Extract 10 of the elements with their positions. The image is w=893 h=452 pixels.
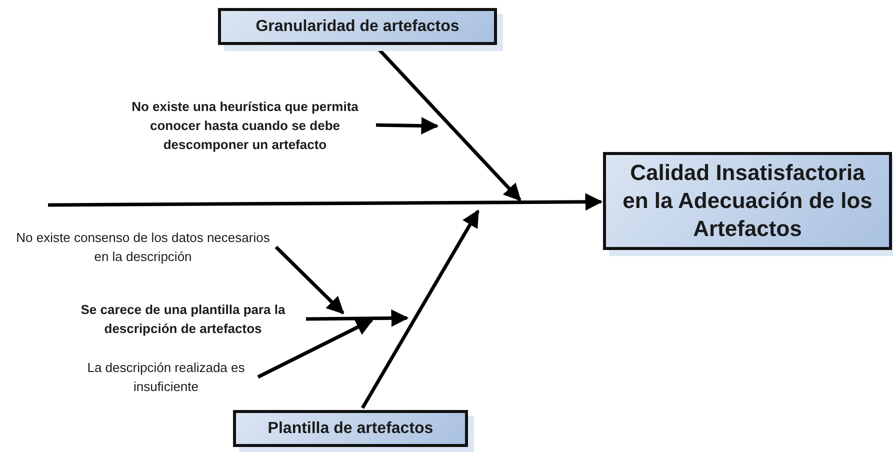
cause-text: La descripción realizada es insuficiente <box>78 356 254 398</box>
cause-text: No existe una heurística que permita conocer hasta cuando se debe descomponer un artefacto <box>118 94 372 156</box>
spine-arrow <box>48 193 603 211</box>
arrow <box>306 309 409 327</box>
cause-text: Se carece de una plantilla para la descripción de artefactos <box>64 298 302 340</box>
cause-text: No existe consenso de los datos necesarios en la descripción <box>14 226 272 268</box>
arrow <box>257 318 374 379</box>
arrow <box>376 117 439 134</box>
arrow <box>360 210 480 409</box>
arrow <box>274 246 344 314</box>
